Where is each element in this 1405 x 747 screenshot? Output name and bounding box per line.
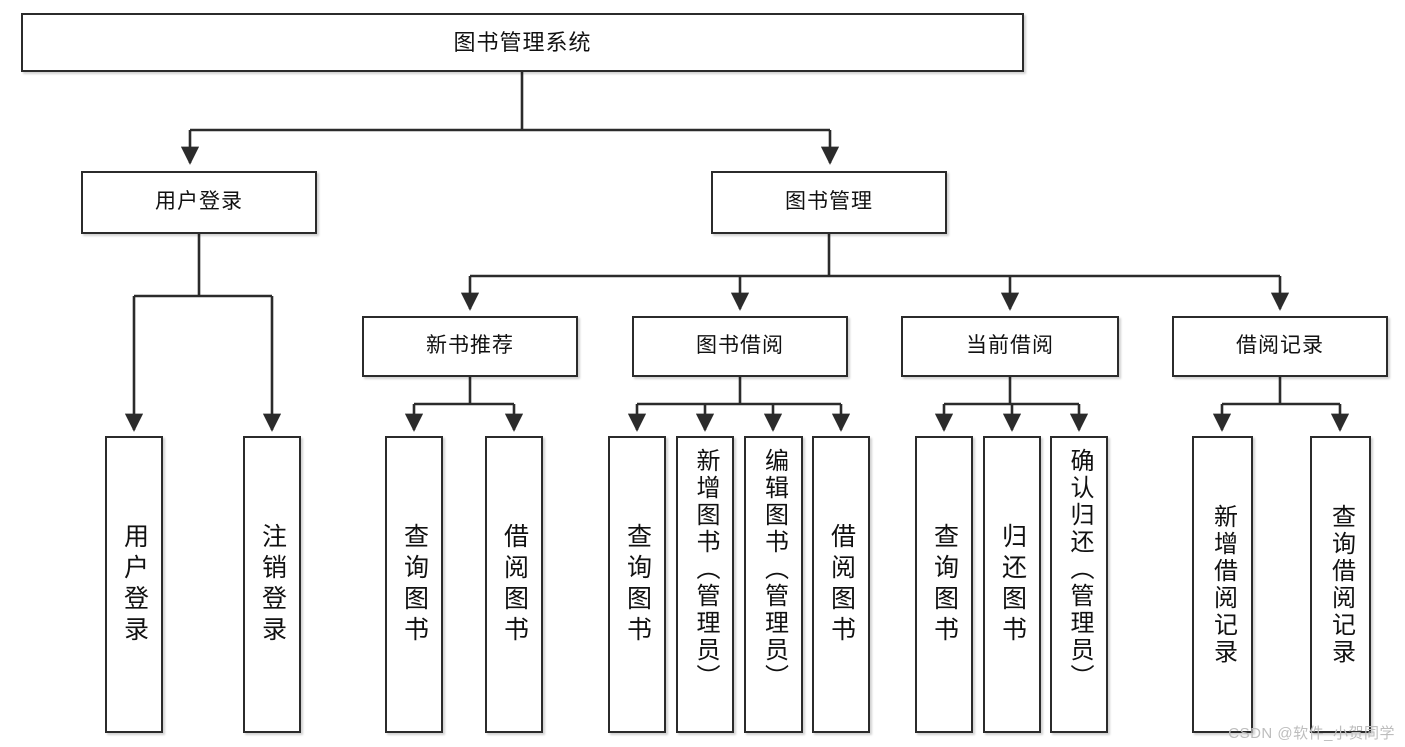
- node-new-recommend[interactable]: 新书推荐: [362, 316, 578, 377]
- leaf-user-login-1[interactable]: 用户登录: [105, 436, 163, 733]
- node-root-label: 图书管理系统: [453, 29, 592, 55]
- leaf-label: 编辑图书（管理员）: [760, 448, 788, 691]
- node-user-login-label: 用户登录: [155, 190, 243, 214]
- leaf-book-borrow-1[interactable]: 查询图书: [608, 436, 666, 733]
- leaf-label: 查询图书: [623, 522, 652, 647]
- node-borrow-record[interactable]: 借阅记录: [1172, 316, 1388, 377]
- leaf-label: 查询图书: [400, 522, 429, 647]
- leaf-label: 借阅图书: [827, 522, 856, 647]
- leaf-user-login-2[interactable]: 注销登录: [243, 436, 301, 733]
- node-current-borrow-label: 当前借阅: [966, 334, 1054, 358]
- leaf-book-borrow-4[interactable]: 借阅图书: [812, 436, 870, 733]
- node-borrow-record-label: 借阅记录: [1236, 334, 1324, 358]
- leaf-label: 查询借阅记录: [1327, 503, 1355, 666]
- node-root[interactable]: 图书管理系统: [21, 13, 1024, 72]
- leaf-label: 新增借阅记录: [1209, 503, 1237, 666]
- leaf-current-borrow-2[interactable]: 归还图书: [983, 436, 1041, 733]
- leaf-label: 新增图书（管理员）: [692, 448, 719, 691]
- leaf-label: 查询图书: [930, 522, 959, 647]
- node-book-borrow[interactable]: 图书借阅: [632, 316, 848, 377]
- leaf-new-recommend-2[interactable]: 借阅图书: [485, 436, 543, 733]
- leaf-book-borrow-3[interactable]: 编辑图书（管理员）: [744, 436, 803, 733]
- node-current-borrow[interactable]: 当前借阅: [901, 316, 1119, 377]
- leaf-current-borrow-1[interactable]: 查询图书: [915, 436, 973, 733]
- leaf-borrow-record-1[interactable]: 新增借阅记录: [1192, 436, 1253, 733]
- leaf-current-borrow-3[interactable]: 确认归还（管理员）: [1050, 436, 1108, 733]
- leaf-book-borrow-2[interactable]: 新增图书（管理员）: [676, 436, 734, 733]
- leaf-label: 归还图书: [998, 522, 1027, 647]
- leaf-label: 用户登录: [120, 522, 149, 647]
- watermark: CSDN @软件_小贺同学: [1228, 725, 1395, 742]
- node-book-mgmt[interactable]: 图书管理: [711, 171, 947, 234]
- node-new-recommend-label: 新书推荐: [426, 334, 514, 358]
- leaf-label: 注销登录: [258, 522, 287, 647]
- node-user-login[interactable]: 用户登录: [81, 171, 317, 234]
- leaf-label: 借阅图书: [500, 522, 529, 647]
- node-book-borrow-label: 图书借阅: [696, 334, 784, 358]
- leaf-new-recommend-1[interactable]: 查询图书: [385, 436, 443, 733]
- leaf-label: 确认归还（管理员）: [1066, 448, 1093, 691]
- leaf-borrow-record-2[interactable]: 查询借阅记录: [1310, 436, 1371, 733]
- node-book-mgmt-label: 图书管理: [785, 190, 873, 214]
